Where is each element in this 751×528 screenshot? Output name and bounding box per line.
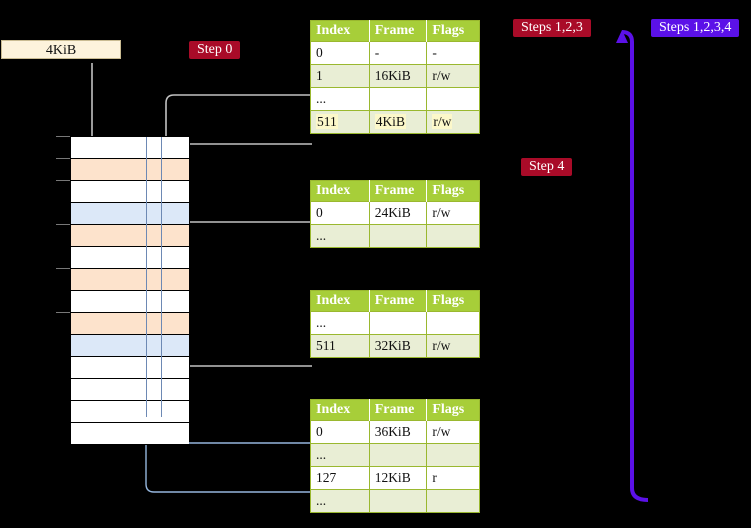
table-row: ... [310, 489, 480, 513]
memory-row [71, 225, 189, 247]
cell-frame: 16KiB [369, 64, 428, 88]
col-header-frame: Frame [369, 20, 428, 42]
cell-frame [369, 87, 428, 111]
cell-flags [426, 311, 480, 335]
cell-index: 511 [310, 110, 370, 134]
cell-index: ... [310, 489, 370, 513]
wire-l2row511-to-grid [175, 314, 312, 367]
grid-tick [56, 312, 70, 313]
grid-tick [56, 268, 70, 269]
wire-l0row511-to-grid [176, 143, 312, 212]
highlight-text: 4KiB [374, 114, 406, 129]
table-row: ... [310, 87, 480, 111]
wire-l1row0-to-grid [180, 221, 312, 262]
cell-flags: r/w [426, 64, 480, 88]
grid-tick [56, 180, 70, 181]
highlight-text: r/w [432, 114, 453, 129]
cell-frame: 36KiB [369, 420, 428, 444]
cell-frame [369, 224, 428, 248]
table-row: ... [310, 224, 480, 248]
table-row: 0 24KiB r/w [310, 201, 480, 225]
page-table-level3: Index Frame Flags 0 36KiB r/w ... 127 12… [310, 399, 480, 513]
cell-frame: 32KiB [369, 334, 428, 358]
page-table-level2: Index Frame Flags ... 511 32KiB r/w [310, 290, 480, 358]
badge-steps-123: Steps 1,2,3 [513, 19, 591, 37]
memory-row [71, 357, 189, 379]
memory-row [71, 313, 189, 335]
grid-divider [146, 137, 147, 417]
cell-flags [426, 87, 480, 111]
grid-tick [56, 158, 70, 159]
cell-index: 0 [310, 420, 370, 444]
cell-flags: - [426, 41, 480, 65]
table-row: 0 - - [310, 41, 480, 65]
cell-index: 511 [310, 334, 370, 358]
cell-flags: r/w [426, 420, 480, 444]
cell-index: 1 [310, 64, 370, 88]
col-header-flags: Flags [426, 20, 480, 42]
memory-row [71, 137, 189, 159]
grid-divider [161, 137, 162, 417]
col-header-index: Index [310, 399, 370, 421]
table-row: 127 12KiB r [310, 466, 480, 490]
col-header-frame: Frame [369, 290, 428, 312]
memory-row [71, 181, 189, 203]
cell-frame [369, 443, 428, 467]
cell-flags [426, 489, 480, 513]
cell-index: 127 [310, 466, 370, 490]
page-table-level1: Index Frame Flags 0 24KiB r/w ... [310, 180, 480, 248]
memory-row [71, 291, 189, 313]
badge-step-4: Step 4 [521, 158, 573, 176]
table-row: 1 16KiB r/w [310, 64, 480, 88]
table-row: 511 32KiB r/w [310, 334, 480, 358]
cell-flags: r/w [426, 110, 480, 134]
cell-frame: 4KiB [369, 110, 428, 134]
memory-row [71, 379, 189, 401]
wire-steps-bracket [615, 30, 649, 502]
memory-row [71, 423, 189, 445]
table-row: ... [310, 311, 480, 335]
memory-row [71, 203, 189, 225]
cell-frame [369, 311, 428, 335]
cell-index: 0 [310, 201, 370, 225]
memory-row [71, 159, 189, 181]
col-header-index: Index [310, 180, 370, 202]
cell-frame: - [369, 41, 428, 65]
col-header-flags: Flags [426, 180, 480, 202]
col-header-index: Index [310, 20, 370, 42]
memory-row [71, 247, 189, 269]
table-row: 0 36KiB r/w [310, 420, 480, 444]
badge-step-0: Step 0 [189, 41, 241, 59]
cell-frame: 12KiB [369, 466, 428, 490]
cell-flags: r [426, 466, 480, 490]
cell-frame [369, 489, 428, 513]
cell-frame: 24KiB [369, 201, 428, 225]
cell-index: ... [310, 224, 370, 248]
memory-row [71, 401, 189, 423]
cell-flags: r/w [426, 334, 480, 358]
cell-flags: r/w [426, 201, 480, 225]
highlight-text: 511 [316, 114, 338, 129]
cell-index: ... [310, 87, 370, 111]
memory-row [71, 269, 189, 291]
cell-index: ... [310, 311, 370, 335]
memory-row [71, 335, 189, 357]
table-row: ... [310, 443, 480, 467]
page-table-level0: Index Frame Flags 0 - - 1 16KiB r/w ... [310, 20, 480, 134]
memory-grid [70, 136, 190, 445]
col-header-index: Index [310, 290, 370, 312]
badge-steps-1234: Steps 1,2,3,4 [651, 19, 740, 37]
size-label-box: 4KiB [1, 40, 121, 59]
cell-flags [426, 224, 480, 248]
cell-index: 0 [310, 41, 370, 65]
col-header-frame: Frame [369, 180, 428, 202]
table-row-highlighted: 511 4KiB r/w [310, 110, 480, 134]
col-header-flags: Flags [426, 290, 480, 312]
cell-flags [426, 443, 480, 467]
grid-tick [56, 136, 70, 137]
col-header-frame: Frame [369, 399, 428, 421]
grid-tick [56, 224, 70, 225]
cell-index: ... [310, 443, 370, 467]
col-header-flags: Flags [426, 399, 480, 421]
